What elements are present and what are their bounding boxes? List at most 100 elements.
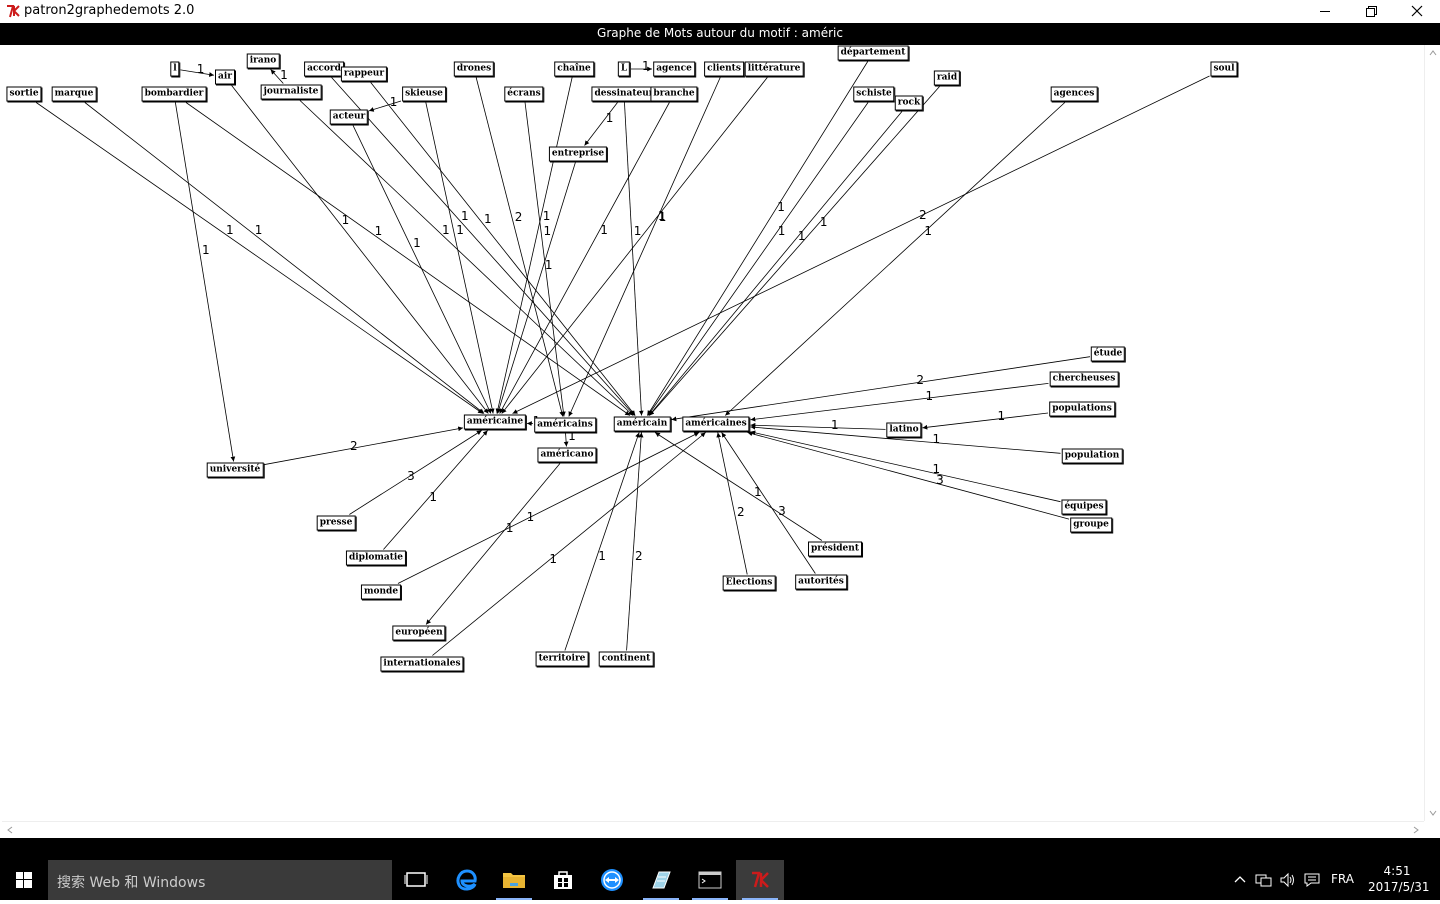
task-view-button[interactable] bbox=[392, 860, 440, 900]
graph-node-americaines[interactable]: américaines bbox=[682, 417, 749, 432]
graph-edge-populations-latino bbox=[923, 413, 1049, 428]
clock[interactable]: 4:51 2017/5/31 bbox=[1368, 863, 1426, 895]
notepad-icon bbox=[637, 860, 685, 900]
edge-weight-president-americain: 1 bbox=[754, 486, 762, 498]
graph-node-skieuse[interactable]: skieuse bbox=[402, 87, 446, 102]
graph-node-latino[interactable]: latino bbox=[886, 423, 921, 438]
graph-node-agence[interactable]: agence bbox=[653, 62, 695, 77]
tk-app-button[interactable] bbox=[736, 860, 784, 900]
scroll-down-icon bbox=[1425, 807, 1440, 819]
graph-edge-air-americaine bbox=[232, 86, 489, 414]
graph-node-americaine[interactable]: américaine bbox=[464, 415, 526, 430]
graph-node-rappeur[interactable]: rappeur bbox=[341, 67, 387, 82]
volume-icon[interactable] bbox=[1279, 872, 1297, 888]
graph-node-L_big[interactable]: L bbox=[618, 62, 630, 77]
file-explorer-button[interactable] bbox=[490, 860, 538, 900]
network-icon[interactable] bbox=[1255, 872, 1273, 888]
restore-icon bbox=[1348, 0, 1394, 23]
edge-browser-icon bbox=[442, 860, 490, 900]
close-button[interactable] bbox=[1394, 0, 1440, 23]
graph-node-diplomatie[interactable]: diplomatie bbox=[346, 551, 406, 566]
graph-node-presse[interactable]: presse bbox=[317, 516, 356, 531]
graph-node-internationales[interactable]: internationales bbox=[380, 657, 463, 672]
graph-node-elections[interactable]: Elections bbox=[723, 576, 776, 591]
graph-node-continent[interactable]: continent bbox=[599, 652, 654, 667]
graph-node-universite[interactable]: université bbox=[207, 463, 264, 478]
edge-weight-litterature-americaine: 1 bbox=[658, 210, 666, 222]
notification-icon[interactable] bbox=[1303, 871, 1321, 889]
graph-edge-entreprise-americaine bbox=[498, 163, 576, 414]
graph-node-departement[interactable]: département bbox=[838, 46, 909, 61]
vertical-scrollbar[interactable] bbox=[1424, 45, 1440, 821]
terminal-button[interactable] bbox=[686, 860, 734, 900]
graph-node-equipes[interactable]: équipes bbox=[1061, 500, 1106, 515]
edge-weight-groupe-americaines: 3 bbox=[936, 474, 944, 486]
graph-node-groupe[interactable]: groupe bbox=[1070, 518, 1112, 533]
graph-node-etude[interactable]: étude bbox=[1091, 347, 1125, 362]
graph-node-populations[interactable]: populations bbox=[1049, 402, 1115, 417]
taskbar-search-box[interactable]: 搜索 Web 和 Windows bbox=[48, 860, 392, 900]
graph-edge-americano-europeen bbox=[426, 464, 560, 625]
edge-browser-button[interactable] bbox=[442, 860, 490, 900]
graph-node-bombardier[interactable]: bombardier bbox=[142, 87, 207, 102]
graph-node-marque[interactable]: marque bbox=[52, 87, 97, 102]
graph-node-monde[interactable]: monde bbox=[361, 585, 401, 600]
graph-node-litterature[interactable]: littérature bbox=[745, 62, 804, 77]
start-button[interactable] bbox=[0, 860, 48, 900]
edge-weight-l_small-air: 1 bbox=[197, 63, 205, 75]
graph-canvas[interactable]: 1111111111111211111111111111211211111323… bbox=[2, 45, 1424, 821]
taskbar: 搜索 Web 和 Windows bbox=[0, 860, 1440, 900]
status-band bbox=[0, 838, 1440, 860]
store-button[interactable] bbox=[539, 860, 587, 900]
graph-node-europeen[interactable]: européen bbox=[392, 626, 445, 641]
graph-node-autorites[interactable]: autorités bbox=[795, 575, 847, 590]
edge-weight-diplomatie-americaine: 1 bbox=[429, 491, 437, 503]
graph-node-schiste[interactable]: schiste bbox=[853, 87, 894, 102]
graph-node-agences[interactable]: agences bbox=[1051, 87, 1098, 102]
restore-button[interactable] bbox=[1348, 0, 1394, 23]
graph-node-population[interactable]: population bbox=[1062, 449, 1123, 464]
graph-node-sortie[interactable]: sortie bbox=[6, 87, 41, 102]
graph-node-entreprise[interactable]: entreprise bbox=[549, 147, 607, 162]
chevron-up-icon[interactable] bbox=[1232, 872, 1248, 888]
graph-node-journaliste[interactable]: journaliste bbox=[261, 85, 322, 100]
graph-node-president[interactable]: président bbox=[808, 542, 862, 557]
edge-weight-americano-europeen: 1 bbox=[506, 522, 514, 534]
graph-edge-territoire-americain bbox=[565, 433, 639, 651]
graph-node-territoire[interactable]: territoire bbox=[536, 652, 589, 667]
graph-node-branche[interactable]: branche bbox=[650, 87, 697, 102]
graph-edges bbox=[2, 45, 1424, 821]
notepad-button[interactable] bbox=[637, 860, 685, 900]
graph-node-acteur[interactable]: acteur bbox=[330, 110, 368, 125]
graph-node-ecrans[interactable]: écrans bbox=[504, 87, 543, 102]
graph-node-soul[interactable]: soul bbox=[1210, 62, 1237, 77]
graph-node-americains[interactable]: américains bbox=[534, 418, 596, 433]
horizontal-scrollbar[interactable] bbox=[2, 821, 1424, 838]
graph-node-chaine[interactable]: chaîne bbox=[554, 62, 594, 77]
graph-node-clients[interactable]: clients bbox=[704, 62, 744, 77]
edge-weight-chercheuses-americaines: 1 bbox=[926, 390, 934, 402]
scroll-left-icon bbox=[4, 822, 16, 838]
graph-edge-raid-americain bbox=[649, 87, 939, 416]
minimize-button[interactable] bbox=[1302, 0, 1348, 23]
title-bar[interactable]: patron2graphedemots 2.0 bbox=[0, 0, 1440, 23]
graph-node-irano[interactable]: irano bbox=[247, 54, 280, 69]
graph-node-chercheuses[interactable]: chercheuses bbox=[1050, 372, 1119, 387]
edge-weight-skieuse-americaine: 1 bbox=[456, 224, 464, 236]
graph-node-rock[interactable]: rock bbox=[895, 96, 923, 111]
edge-weight-accord-americain: 1 bbox=[461, 210, 469, 222]
edge-weight-acteur-americaine: 1 bbox=[413, 237, 421, 249]
graph-node-raid[interactable]: raid bbox=[934, 71, 960, 86]
graph-node-dessinateur[interactable]: dessinateur bbox=[591, 87, 656, 102]
teamviewer-button[interactable] bbox=[588, 860, 636, 900]
graph-node-drones[interactable]: drones bbox=[454, 62, 494, 77]
graph-node-americano[interactable]: américano bbox=[537, 448, 596, 463]
graph-node-americain[interactable]: américain bbox=[614, 417, 671, 432]
window-title: patron2graphedemots 2.0 bbox=[24, 3, 194, 18]
edge-weight-entreprise-americaine: 1 bbox=[545, 259, 553, 271]
graph-node-l_small[interactable]: l bbox=[170, 62, 179, 77]
graph-node-accord[interactable]: accord bbox=[304, 62, 344, 77]
graph-node-air[interactable]: air bbox=[215, 70, 235, 85]
graph-edge-agences-americaines bbox=[725, 103, 1065, 416]
language-indicator[interactable]: FRA bbox=[1331, 872, 1354, 886]
